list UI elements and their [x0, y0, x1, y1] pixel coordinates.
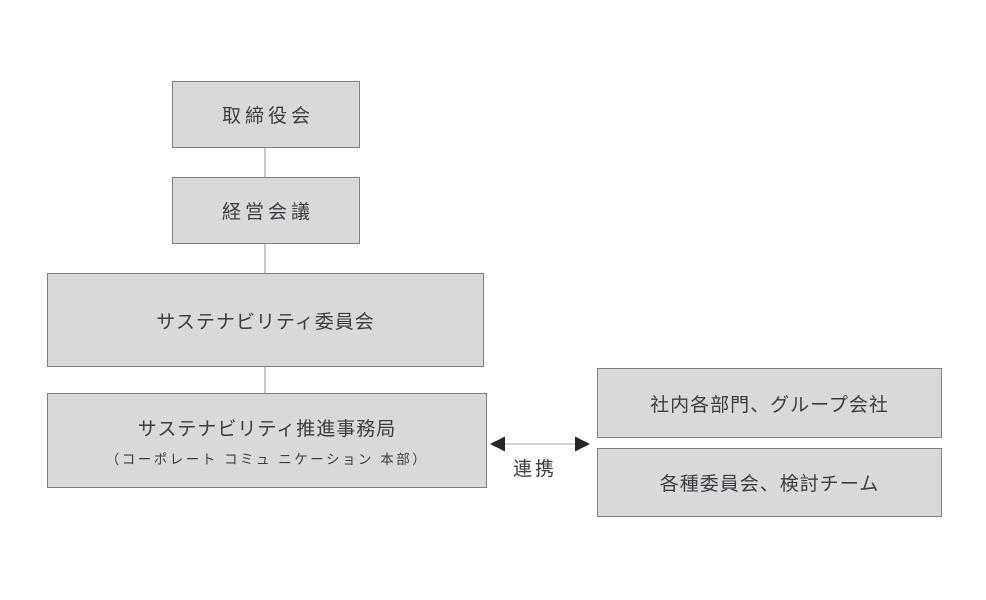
node-secretariat-title: サステナビリティ推進事務局 [137, 418, 397, 440]
node-internal-departments-label: 社内各部門、グループ会社 [650, 394, 889, 416]
node-management-meeting-label: 経営会議 [221, 202, 314, 223]
node-board-of-directors: 取締役会 [172, 81, 360, 148]
node-board-of-directors-label: 取締役会 [221, 106, 314, 127]
node-sustainability-committee-label: サステナビリティ委員会 [156, 311, 375, 333]
connector-board-management [264, 148, 266, 177]
node-internal-departments: 社内各部門、グループ会社 [597, 368, 942, 438]
collaboration-label: 連携 [512, 459, 557, 480]
node-committees-teams-label: 各種委員会、検討チーム [659, 474, 880, 495]
connector-management-committee [264, 244, 266, 273]
collaboration-arrow-icon [490, 436, 590, 452]
node-committees-teams: 各種委員会、検討チーム [597, 448, 942, 517]
node-secretariat: サステナビリティ推進事務局 （コーポレート コミュ ニケーション 本部） [47, 393, 487, 488]
node-sustainability-committee: サステナビリティ委員会 [47, 273, 484, 367]
node-secretariat-subtitle: （コーポレート コミュ ニケーション 本部） [105, 451, 429, 467]
connector-committee-secretariat [264, 367, 266, 393]
node-management-meeting: 経営会議 [172, 177, 360, 244]
